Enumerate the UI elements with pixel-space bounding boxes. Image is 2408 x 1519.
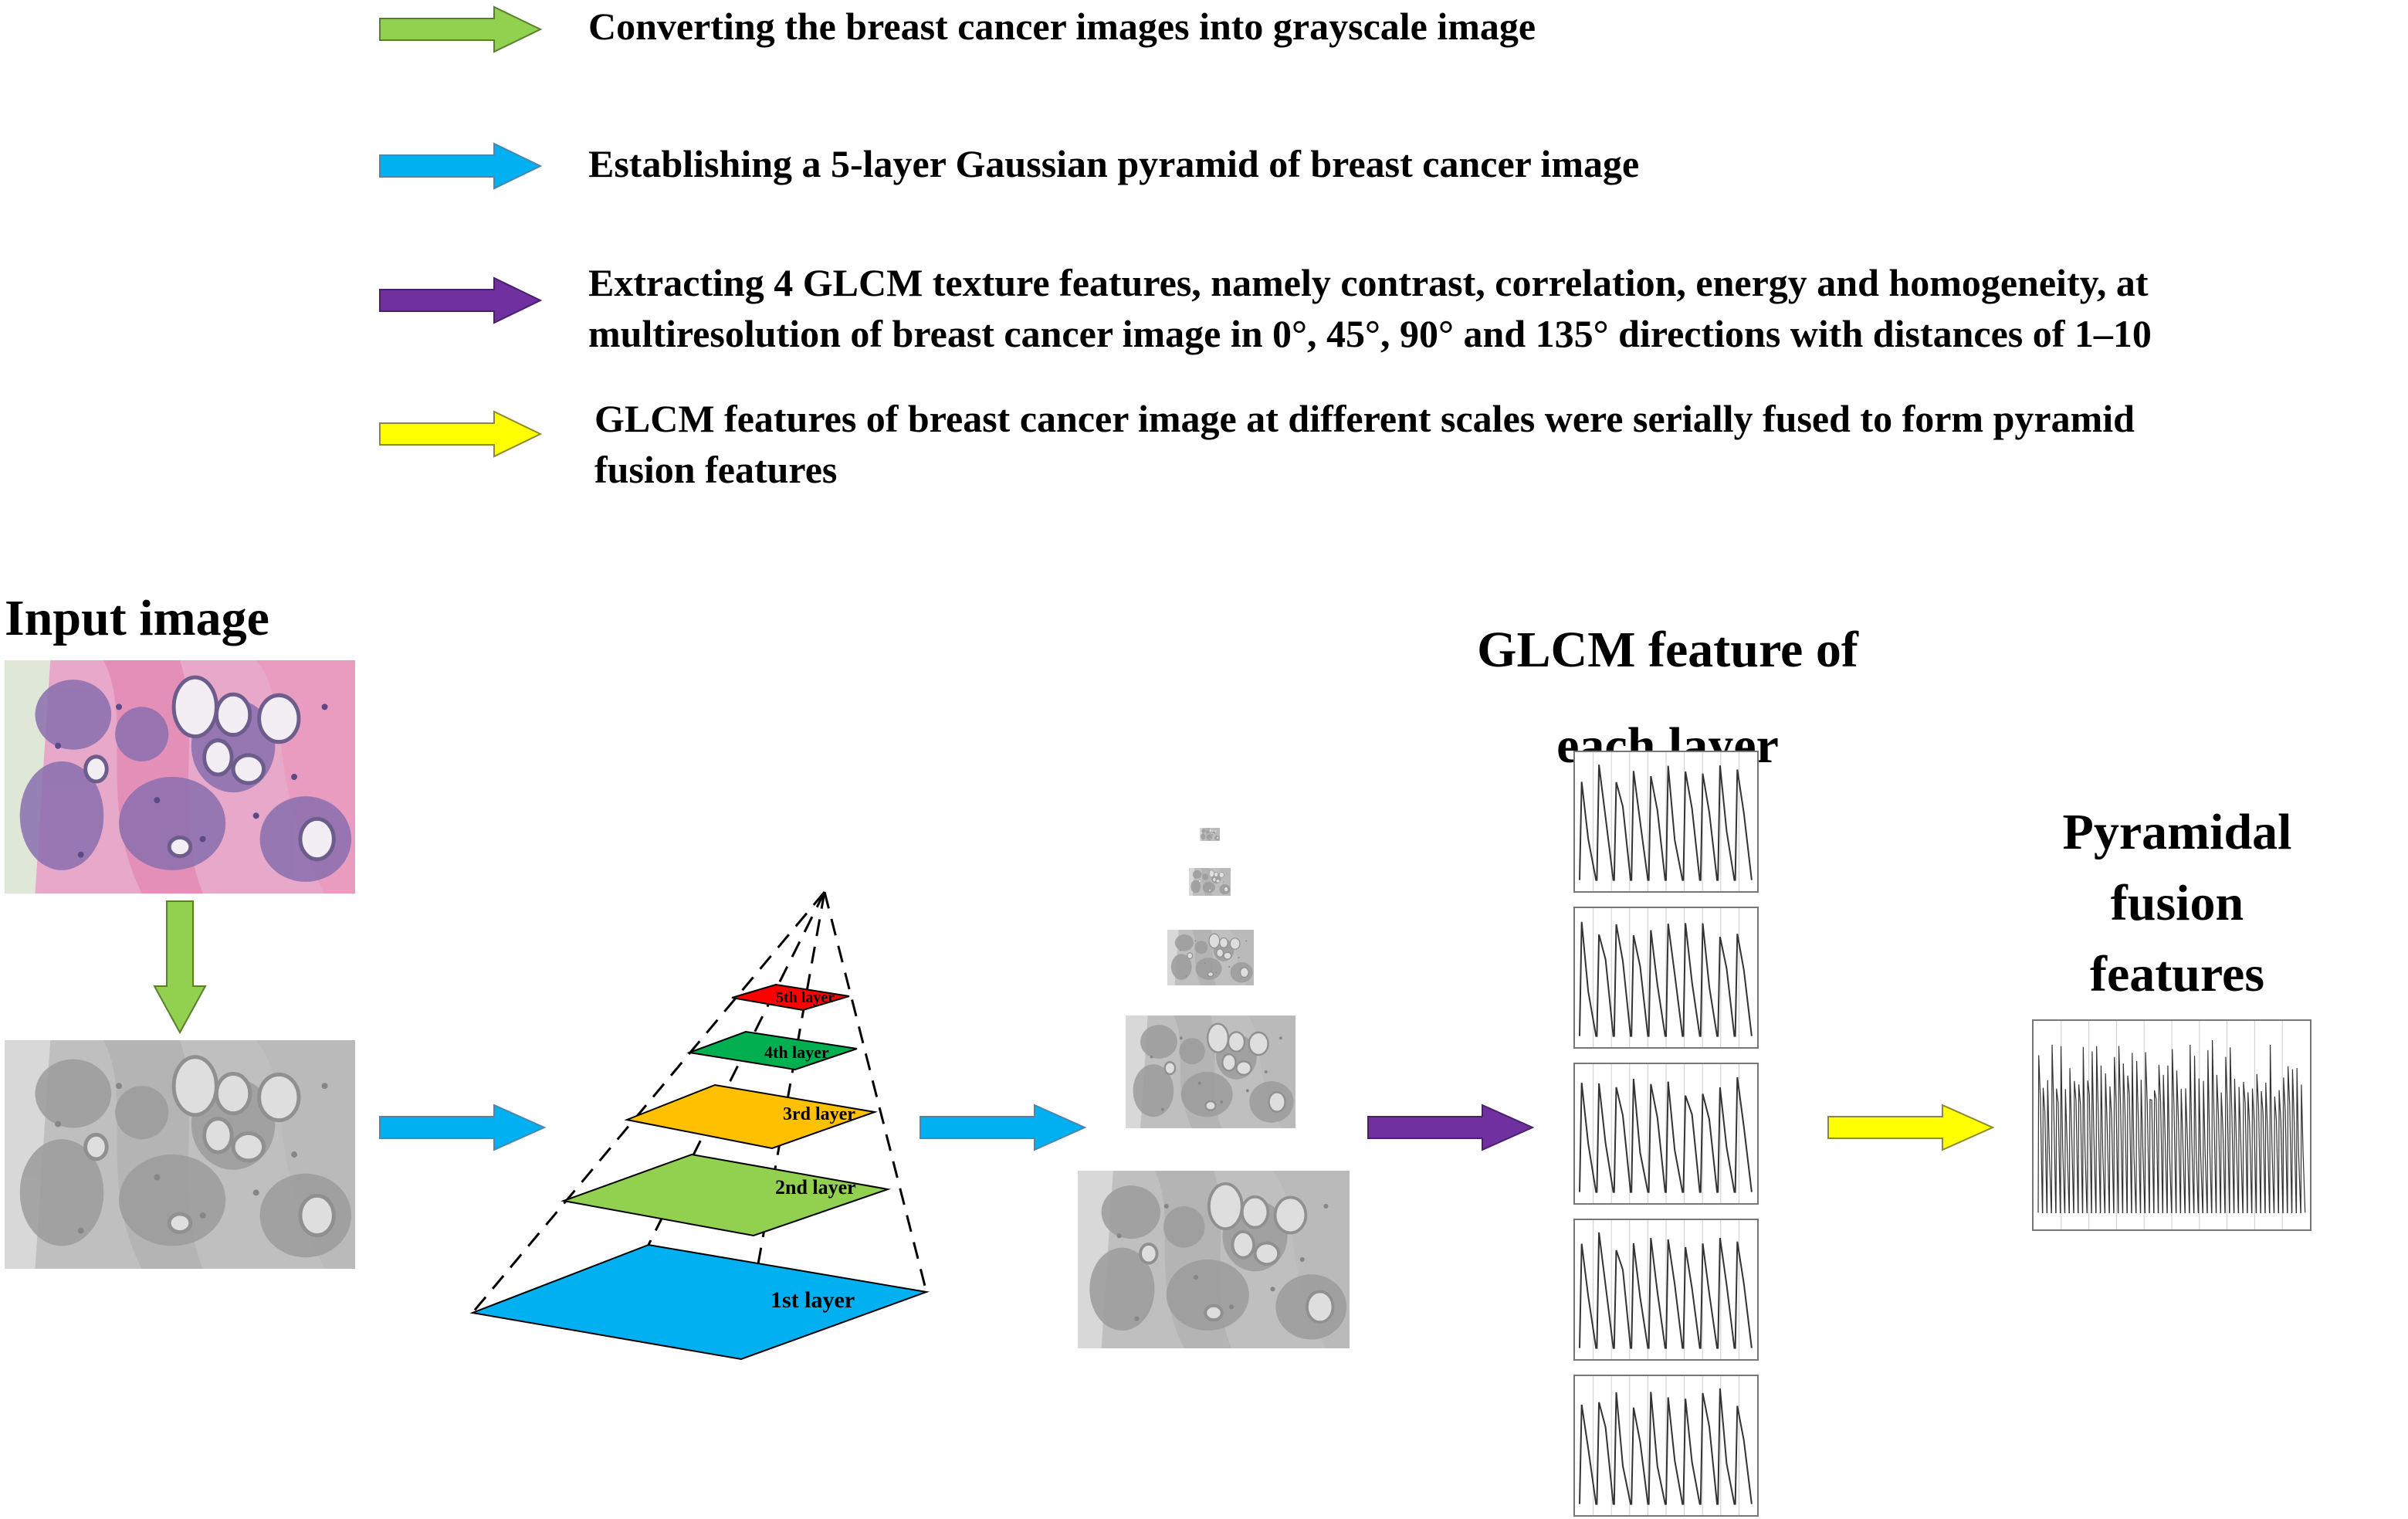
legend-text-grayscale: Converting the breast cancer images into… — [588, 5, 1536, 48]
pyramid-image-layer-2 — [1126, 1015, 1295, 1128]
pyramid-layer-4 — [686, 1030, 858, 1071]
pyramid-label-1: 1st layer — [770, 1287, 855, 1313]
pyramid-layer-3 — [624, 1083, 878, 1150]
pyramid-image-layer-3 — [1167, 930, 1254, 985]
pyramid-image-layer-5 — [1200, 828, 1220, 841]
glcm-plot-layer-2 — [1573, 907, 1759, 1049]
glcm-plot-layer-5 — [1573, 1375, 1759, 1517]
pyramid-layer-1 — [469, 1243, 930, 1361]
pyramid-label-3: 3rd layer — [783, 1104, 855, 1124]
glcm-plot-layer-3 — [1573, 1063, 1759, 1205]
fusion-title-line1: Pyramidal — [2062, 804, 2292, 860]
legend-text-glcm-line2: multiresolution of breast cancer image i… — [588, 312, 2152, 355]
arrow-right-blue-icon-1 — [379, 1104, 547, 1151]
pyramid-layer-2 — [561, 1153, 891, 1237]
arrow-right-yellow-icon — [1827, 1104, 1995, 1151]
arrow-right-purple-icon — [1367, 1104, 1535, 1151]
pyramid-image-layer-4 — [1189, 868, 1231, 896]
legend-text-pyramid: Establishing a 5-layer Gaussian pyramid … — [588, 142, 1640, 185]
input-he-image — [5, 660, 355, 893]
fusion-features-title: Pyramidal fusion features — [1976, 797, 2378, 1010]
legend-arrow-yellow-icon — [379, 410, 543, 458]
pyramid-image-layer-1 — [1078, 1171, 1350, 1348]
grayscale-image — [5, 1040, 355, 1269]
legend-arrow-blue-icon — [379, 142, 543, 190]
glcm-feature-title: GLCM feature of each layer — [1405, 602, 1930, 794]
gaussian-pyramid-diagram: 5th layer 4th layer 3rd layer 2nd layer … — [469, 891, 930, 1361]
pyramid-label-4: 4th layer — [764, 1043, 829, 1062]
glcm-plot-layer-4 — [1573, 1219, 1759, 1361]
pyramid-label-5: 5th layer — [776, 989, 835, 1006]
legend-text-glcm-line1: Extracting 4 GLCM texture features, name… — [588, 261, 2149, 304]
input-image-title: Input image — [5, 590, 269, 646]
legend-text-fusion-line2: fusion features — [594, 448, 838, 491]
pyramid-label-2: 2nd layer — [775, 1176, 856, 1199]
fusion-plot — [2032, 1019, 2311, 1231]
fusion-title-line2: fusion — [2110, 875, 2244, 931]
legend-text-fusion-line1: GLCM features of breast cancer image at … — [594, 397, 2135, 440]
pyramid-layer-5 — [731, 983, 850, 1012]
legend-arrow-purple-icon — [379, 276, 543, 324]
fusion-title-line3: features — [2089, 946, 2265, 1002]
arrow-right-blue-icon-2 — [920, 1104, 1087, 1151]
legend-arrow-green-icon — [379, 5, 543, 53]
glcm-plot-layer-1 — [1573, 751, 1759, 893]
arrow-down-green-icon — [153, 900, 207, 1035]
glcm-title-line1: GLCM feature of — [1477, 622, 1858, 678]
